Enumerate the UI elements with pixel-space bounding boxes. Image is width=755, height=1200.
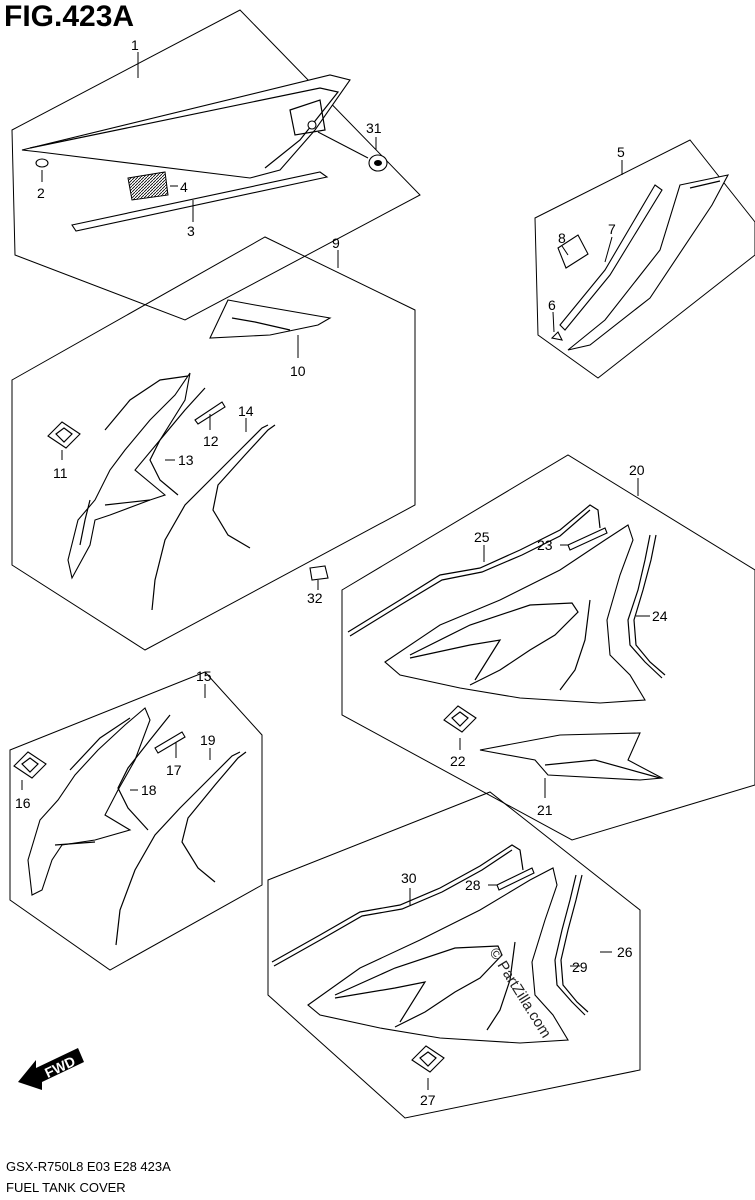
fwd-arrow-icon: FWD	[18, 1048, 84, 1090]
callout-10: 10	[290, 363, 306, 379]
callout-9: 9	[332, 235, 340, 251]
group-20-frame	[341, 454, 755, 841]
part-24-trim	[627, 534, 663, 679]
part-27-emblem	[411, 1045, 445, 1073]
part-32-clip	[309, 565, 329, 581]
callout-29: 29	[572, 959, 588, 975]
callout-18: 18	[141, 782, 157, 798]
group-15-panel	[9, 671, 263, 971]
part-22-emblem	[443, 705, 477, 733]
group-5-frame	[534, 139, 755, 379]
callout-5: 5	[617, 144, 625, 160]
part-5-side-cover	[567, 174, 730, 351]
part-7-trim	[559, 184, 663, 331]
part-1-side-panel	[21, 74, 351, 179]
callout-1: 1	[131, 37, 139, 53]
group-20-panel	[341, 454, 755, 841]
group-9-frame	[11, 236, 416, 651]
part-6-clip	[550, 331, 563, 341]
callout-13: 13	[178, 452, 194, 468]
part-14-molding	[151, 424, 269, 611]
part-25-molding	[347, 504, 601, 633]
fwd-label: FWD	[42, 1053, 78, 1081]
group-5-panel	[534, 139, 755, 379]
part-3-trim-strip	[71, 171, 329, 232]
part-12-trim	[194, 401, 226, 425]
part-13-trim	[149, 387, 206, 496]
part-17-trim	[154, 731, 186, 754]
figure-subtitle: FUEL TANK COVER	[6, 1180, 126, 1195]
callout-21: 21	[537, 802, 553, 818]
callout-7: 7	[608, 221, 616, 237]
callout-12: 12	[203, 433, 219, 449]
callout-19: 19	[200, 732, 216, 748]
group-26-panel	[267, 791, 641, 1119]
part-20-fuel-tank-cover	[384, 524, 646, 704]
part-29-trim	[554, 874, 586, 1016]
part-28-trim	[496, 867, 535, 891]
callout-23: 23	[537, 537, 553, 553]
model-line: GSX-R750L8 E03 E28 423A	[6, 1159, 171, 1174]
part-16-emblem	[13, 751, 47, 779]
callout-25: 25	[474, 529, 490, 545]
part-30-molding	[271, 844, 524, 963]
callout-8: 8	[558, 230, 566, 246]
callout-3: 3	[187, 223, 195, 239]
part-18-side-cover	[27, 707, 151, 896]
figure-title: FIG.423A	[4, 0, 135, 33]
callout-2: 2	[37, 185, 45, 201]
group-9-panel	[11, 236, 416, 651]
callout-16: 16	[15, 795, 31, 811]
callout-6: 6	[548, 297, 556, 313]
callout-31: 31	[366, 120, 382, 136]
group-1-panel	[11, 9, 421, 321]
part-13-side-cover	[67, 372, 191, 580]
callout-30: 30	[401, 870, 417, 886]
part-18-trim	[117, 714, 171, 831]
part-23-trim	[567, 527, 608, 551]
part-21-inner-cover	[479, 732, 664, 781]
part-19-molding	[115, 751, 241, 946]
callout-28: 28	[465, 877, 481, 893]
part-2-clip	[35, 158, 49, 168]
callout-20: 20	[629, 462, 645, 478]
group-26-frame	[267, 791, 641, 1119]
part-10-inner-cover	[209, 299, 332, 339]
callout-27: 27	[420, 1092, 436, 1108]
group-1-frame	[11, 9, 421, 321]
callout-4: 4	[180, 179, 188, 195]
part-4-pad	[127, 171, 169, 201]
group-15-frame	[9, 671, 263, 971]
callout-26: 26	[617, 944, 633, 960]
callout-24: 24	[652, 608, 668, 624]
callout-14: 14	[238, 403, 254, 419]
part-11-emblem	[47, 421, 81, 449]
callout-32: 32	[307, 590, 323, 606]
callout-15: 15	[196, 668, 212, 684]
callout-22: 22	[450, 753, 466, 769]
callout-11: 11	[53, 465, 68, 481]
part-8-pad	[557, 234, 589, 269]
callout-17: 17	[166, 762, 182, 778]
